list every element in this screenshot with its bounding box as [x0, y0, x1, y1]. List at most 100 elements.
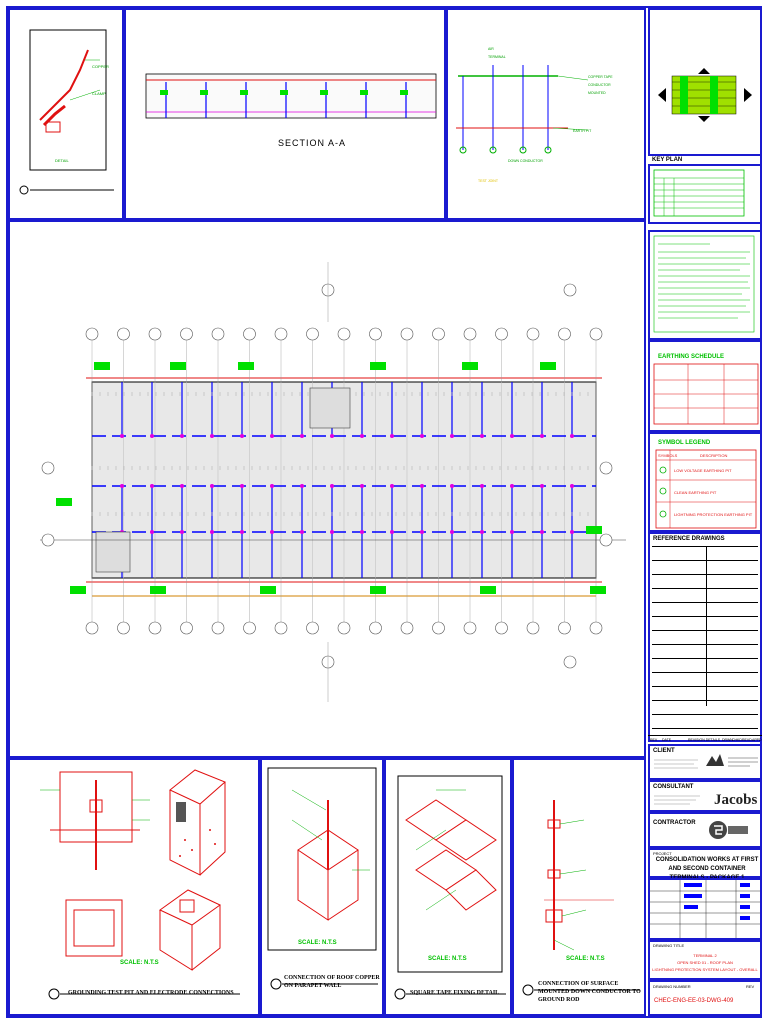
grid-bubble-top	[211, 327, 225, 341]
grid-bubble-bottom	[526, 621, 540, 635]
section-a-a-drawing	[145, 73, 437, 119]
earth-pit-tag-side	[56, 498, 72, 506]
symbol-legend-panel: SYMBOL LEGEND SYMBOLS DESCRIPTION LOW VO…	[648, 432, 762, 532]
detail-5-panel: SCALE: N.T.S CONNECTION OF ROOF COPPER O…	[260, 758, 384, 1016]
legend-table-frame	[655, 449, 757, 529]
air-terminal	[360, 530, 364, 534]
reference-drawings-title: REFERENCE DRAWINGS	[653, 536, 725, 542]
grid-bubble-bottom	[148, 621, 162, 635]
svg-text:MOUNTED: MOUNTED	[588, 91, 606, 95]
rev-col-details: REVISION DETAILS	[688, 738, 721, 742]
grid-bubble-bottom	[180, 621, 193, 635]
grid-bubble-bottom	[369, 621, 382, 635]
air-terminal	[540, 484, 544, 488]
air-terminal	[300, 484, 304, 488]
legend-header-description: DESCRIPTION	[700, 453, 728, 458]
earthing-table-panel	[648, 164, 762, 224]
earth-pit-tag-bottom	[70, 586, 86, 594]
air-terminal	[540, 530, 544, 534]
section-marker	[563, 655, 577, 669]
air-terminal	[450, 484, 454, 488]
grid-bubble-top	[558, 327, 571, 341]
grid-bubble-top	[117, 327, 130, 341]
air-terminal	[240, 484, 244, 488]
svg-text:TERMINAL: TERMINAL	[488, 55, 506, 59]
client-logo	[654, 754, 758, 769]
grid-bubble-top	[148, 327, 162, 341]
detail-5-scale: SCALE: N.T.S	[298, 940, 337, 946]
air-terminal	[150, 434, 154, 438]
detail-4-scale: SCALE: N.T.S	[120, 960, 159, 966]
roof-plan-panel	[8, 220, 646, 758]
air-terminal	[330, 484, 334, 488]
grid-bubble-bottom	[117, 621, 130, 635]
drawing-title-label: DRAWING TITLE	[653, 943, 685, 948]
svg-text:CONDUCTOR: CONDUCTOR	[588, 83, 611, 87]
detail-2-scale: SCALE: N.T.S	[428, 956, 467, 962]
air-terminal	[180, 530, 184, 534]
detail-5-title: CONNECTION OF ROOF COPPER ON PARAPET WAL…	[284, 975, 380, 989]
roof-access-hatch	[309, 387, 351, 429]
air-terminal	[420, 434, 424, 438]
contractor-panel: CONTRACTOR	[648, 812, 762, 848]
key-plan-label: KEY PLAN	[652, 157, 683, 163]
drawing-number-panel: DRAWING NUMBER CHEC-ENG-EE-03-DWG-409 RE…	[648, 980, 762, 1016]
legend-row-clean: CLEAN EARTHING PIT	[674, 490, 717, 495]
grid-bubble-bottom	[306, 621, 319, 635]
grid-bubble-top	[243, 327, 256, 341]
signoff-grid	[650, 880, 760, 938]
legend-row-lp: LIGHTNING PROTECTION EARTHING PIT	[674, 512, 753, 517]
air-terminal	[180, 434, 184, 438]
earth-pit-tag-top	[370, 362, 386, 370]
detail-3-scale: SCALE: N.T.S	[566, 956, 605, 962]
row-grid-bubble	[599, 461, 613, 475]
grid-bubble-top	[589, 327, 603, 341]
grid-bubble-top	[306, 327, 319, 341]
detail-3-title: CONNECTION OF SURFACE MOUNTED DOWN CONDU…	[538, 981, 641, 1003]
consultant-label: CONSULTANT	[653, 784, 694, 790]
grid-bubble-top	[526, 327, 540, 341]
contractor-logo	[709, 821, 748, 839]
section-marker	[563, 283, 577, 297]
drawing-rev-label: REV	[746, 984, 755, 989]
air-terminal	[540, 434, 544, 438]
air-terminal	[510, 434, 514, 438]
earthing-schedule-table	[653, 363, 759, 425]
air-terminal	[420, 484, 424, 488]
air-terminal	[300, 530, 304, 534]
svg-text:DETAIL: DETAIL	[55, 158, 69, 163]
air-terminal	[270, 530, 274, 534]
air-terminal	[210, 484, 214, 488]
signoff-table	[648, 878, 762, 940]
svg-text:COPPER: COPPER	[92, 64, 109, 69]
detail-3-panel: SCALE: N.T.S CONNECTION OF SURFACE MOUNT…	[512, 758, 646, 1016]
earth-pit-tag-bottom	[480, 586, 496, 594]
grid-bubble-top	[85, 327, 99, 341]
reference-drawings-panel: REFERENCE DRAWINGS	[648, 532, 762, 742]
air-terminal	[420, 530, 424, 534]
rev-col-drwn: DRWN	[722, 738, 733, 742]
contractor-label: CONTRACTOR	[653, 820, 696, 826]
detail-4-drawing	[40, 769, 240, 1000]
stair-core	[95, 531, 131, 573]
air-terminal	[120, 434, 124, 438]
air-terminal	[360, 434, 364, 438]
air-terminal	[270, 484, 274, 488]
svg-text:CLAMP: CLAMP	[92, 91, 106, 96]
air-terminal	[450, 530, 454, 534]
earth-pit-tag-top	[462, 362, 478, 370]
rev-col-rev: REV	[650, 738, 658, 742]
detail-4-title: GROUNDING TEST PIT AND ELECTRODE CONNECT…	[68, 990, 234, 996]
earth-pit-tag-bottom	[370, 586, 386, 594]
grid-bubble-bottom	[400, 621, 414, 635]
air-terminal	[240, 434, 244, 438]
drawing-number: CHEC-ENG-EE-03-DWG-409	[654, 998, 734, 1004]
air-terminal	[390, 434, 394, 438]
drawing-title-line-1: TERMINAL 2	[693, 953, 717, 958]
air-terminal	[120, 484, 124, 488]
rev-col-date: DATE	[662, 738, 672, 742]
svg-text:COPPER TAPE: COPPER TAPE	[588, 75, 613, 79]
earth-pit-tag-bottom	[590, 586, 606, 594]
air-terminal	[240, 530, 244, 534]
earth-pit-tag-side	[586, 526, 602, 534]
